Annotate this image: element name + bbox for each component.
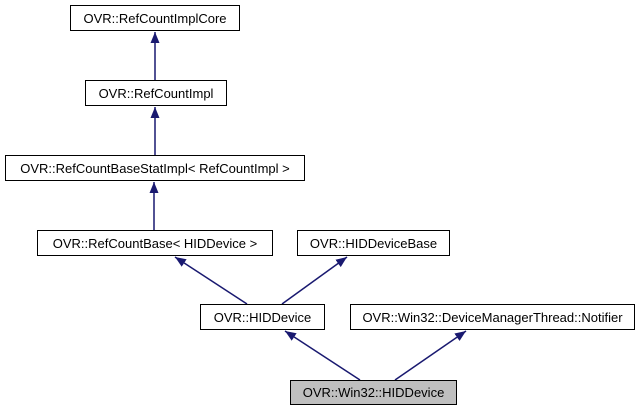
class-node-refcountbase[interactable]: OVR::RefCountBase< HIDDevice >: [37, 230, 273, 256]
class-node-label: OVR::RefCountImplCore: [83, 10, 227, 26]
inheritance-arrow-win32hiddevice-to-notifier: [394, 330, 467, 381]
class-node-hiddevicebase[interactable]: OVR::HIDDeviceBase: [297, 230, 450, 256]
class-node-refcountimpl[interactable]: OVR::RefCountImpl: [85, 80, 227, 106]
class-node-refcountbasestatimpl[interactable]: OVR::RefCountBaseStatImpl< RefCountImpl …: [5, 155, 305, 181]
class-node-label: OVR::RefCountBase< HIDDevice >: [52, 235, 258, 251]
class-node-label: OVR::RefCountImpl: [98, 85, 214, 101]
class-node-label: OVR::HIDDeviceBase: [309, 235, 438, 251]
class-node-label: OVR::HIDDevice: [213, 309, 312, 325]
inheritance-arrow-win32hiddevice-to-hiddevice: [284, 330, 361, 381]
class-node-refcountimplcore[interactable]: OVR::RefCountImplCore: [70, 5, 240, 31]
class-node-hiddevice[interactable]: OVR::HIDDevice: [200, 304, 325, 330]
class-node-label: OVR::Win32::DeviceManagerThread::Notifie…: [362, 309, 623, 325]
class-node-label: OVR::Win32::HIDDevice: [302, 385, 445, 400]
class-node-win32hiddevice: OVR::Win32::HIDDevice: [290, 380, 457, 405]
inheritance-arrow-hiddevice-to-hiddevicebase: [281, 256, 348, 305]
class-node-label: OVR::RefCountBaseStatImpl< RefCountImpl …: [20, 160, 290, 176]
inheritance-arrow-hiddevice-to-refcountbase: [174, 256, 248, 305]
class-node-notifier[interactable]: OVR::Win32::DeviceManagerThread::Notifie…: [350, 304, 635, 330]
